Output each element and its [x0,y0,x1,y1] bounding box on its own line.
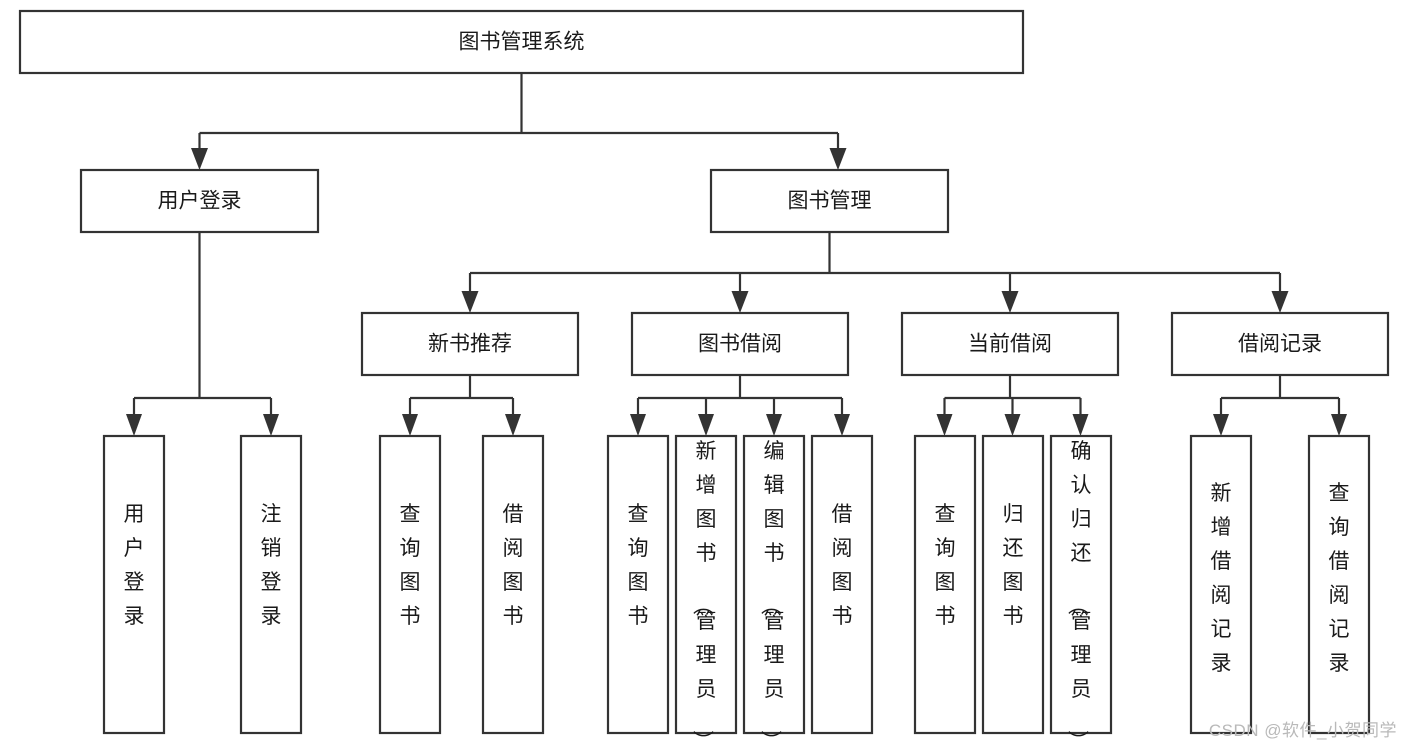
arrow-to-book-borrow [731,291,749,313]
arrow-to-leaf-2 [263,414,279,436]
arrow-to-leaf-1 [126,414,142,436]
connector-bookborrow-to-leaves [636,375,844,420]
node-user-login-label: 用户登录 [158,190,242,213]
node-new-book-rec[interactable]: 新书推荐 [360,311,580,377]
connector-root-to-level2 [198,73,840,154]
node-leaf-1[interactable]: 用户登录 [102,434,166,735]
node-book-borrow-box[interactable] [630,311,850,377]
node-leaf-6[interactable]: 新增图书（管理员） [674,434,738,747]
node-leaf-3[interactable]: 查询图书 [378,434,442,735]
node-leaf-7[interactable]: 编辑图书（管理员） [742,434,806,747]
node-leaf-10-label: 归还图书 [1003,503,1024,628]
arrow-to-user-login [191,148,208,170]
node-leaf-5-box[interactable] [606,434,670,735]
node-leaf-9-box[interactable] [913,434,977,735]
arrow-to-leaf-3 [402,414,418,436]
node-leaf-1-box[interactable] [102,434,166,735]
leaf-layer: 用户登录 注销登录 查询图书 借阅图书 查询图书 新增图书（管理员） [102,434,1371,747]
node-leaf-1-label: 用户登录 [124,503,145,628]
node-book-manage-box[interactable] [709,168,950,234]
node-current-borrow-box[interactable] [900,311,1120,377]
node-leaf-11-box[interactable] [1049,434,1113,735]
node-leaf-11-label: 确认归还（管理员） [1066,440,1092,747]
node-book-borrow-label: 图书借阅 [698,333,782,356]
node-root-box[interactable] [18,9,1025,75]
node-leaf-4-box[interactable] [481,434,545,735]
node-book-manage-label: 图书管理 [788,190,872,213]
node-leaf-10-box[interactable] [981,434,1045,735]
node-leaf-13-box[interactable] [1307,434,1371,735]
arrow-to-book-manage [829,148,847,170]
arrow-to-leaf-4 [505,414,521,436]
arrow-to-current-borrow [1001,291,1019,313]
node-leaf-5-label: 查询图书 [628,503,649,628]
connector-layer [132,73,1341,420]
node-root-label: 图书管理系统 [459,31,585,54]
connector-borrowrecord-to-leaves [1219,375,1341,420]
arrow-to-borrow-record [1271,291,1289,313]
node-new-book-rec-label: 新书推荐 [428,333,512,356]
node-borrow-record-label: 借阅记录 [1238,333,1322,356]
arrow-to-leaf-10 [1004,414,1021,436]
node-leaf-7-box[interactable] [742,434,806,735]
arrow-to-leaf-12 [1213,414,1229,436]
node-leaf-9[interactable]: 查询图书 [913,434,977,735]
node-current-borrow[interactable]: 当前借阅 [900,311,1120,377]
node-leaf-13-label: 查询借阅记录 [1329,482,1350,675]
arrow-to-leaf-9 [936,414,953,436]
node-leaf-2[interactable]: 注销登录 [239,434,303,735]
arrow-to-leaf-7 [766,414,782,436]
node-leaf-2-box[interactable] [239,434,303,735]
connector-currentborrow-to-leaves [943,375,1082,420]
node-leaf-12-box[interactable] [1189,434,1253,735]
connector-userlogin-to-leaves [132,232,273,420]
node-leaf-9-label: 查询图书 [935,503,956,628]
arrow-to-leaf-5 [630,414,646,436]
node-leaf-8-box[interactable] [810,434,874,735]
node-leaf-10[interactable]: 归还图书 [981,434,1045,735]
node-book-borrow[interactable]: 图书借阅 [630,311,850,377]
node-user-login-box[interactable] [79,168,320,234]
node-leaf-12[interactable]: 新增借阅记录 [1189,434,1253,735]
node-leaf-7-label: 编辑图书（管理员） [759,440,785,747]
connector-newbookrec-to-leaves [408,375,515,420]
node-leaf-13[interactable]: 查询借阅记录 [1307,434,1371,735]
node-leaf-4-label: 借阅图书 [503,503,524,628]
node-new-book-rec-box[interactable] [360,311,580,377]
arrow-to-new-book-rec [461,291,479,313]
node-leaf-2-label: 注销登录 [261,503,282,628]
node-leaf-6-label: 新增图书（管理员） [691,440,717,747]
node-leaf-12-label: 新增借阅记录 [1211,482,1232,675]
arrow-to-leaf-8 [834,414,850,436]
node-leaf-3-label: 查询图书 [400,503,421,628]
node-user-login[interactable]: 用户登录 [79,168,320,234]
arrow-to-leaf-11 [1072,414,1089,436]
node-borrow-record[interactable]: 借阅记录 [1170,311,1390,377]
node-leaf-8[interactable]: 借阅图书 [810,434,874,735]
node-borrow-record-box[interactable] [1170,311,1390,377]
node-leaf-11[interactable]: 确认归还（管理员） [1049,434,1113,747]
node-book-manage[interactable]: 图书管理 [709,168,950,234]
arrow-to-leaf-6 [698,414,714,436]
node-leaf-3-box[interactable] [378,434,442,735]
node-current-borrow-label: 当前借阅 [968,333,1052,356]
node-root[interactable]: 图书管理系统 [18,9,1025,75]
arrow-to-leaf-13 [1331,414,1347,436]
node-leaf-6-box[interactable] [674,434,738,735]
node-leaf-8-label: 借阅图书 [832,503,853,628]
node-leaf-5[interactable]: 查询图书 [606,434,670,735]
connector-bookmanage-to-level3 [468,232,1282,297]
arrowhead-layer [126,148,1347,436]
node-leaf-4[interactable]: 借阅图书 [481,434,545,735]
